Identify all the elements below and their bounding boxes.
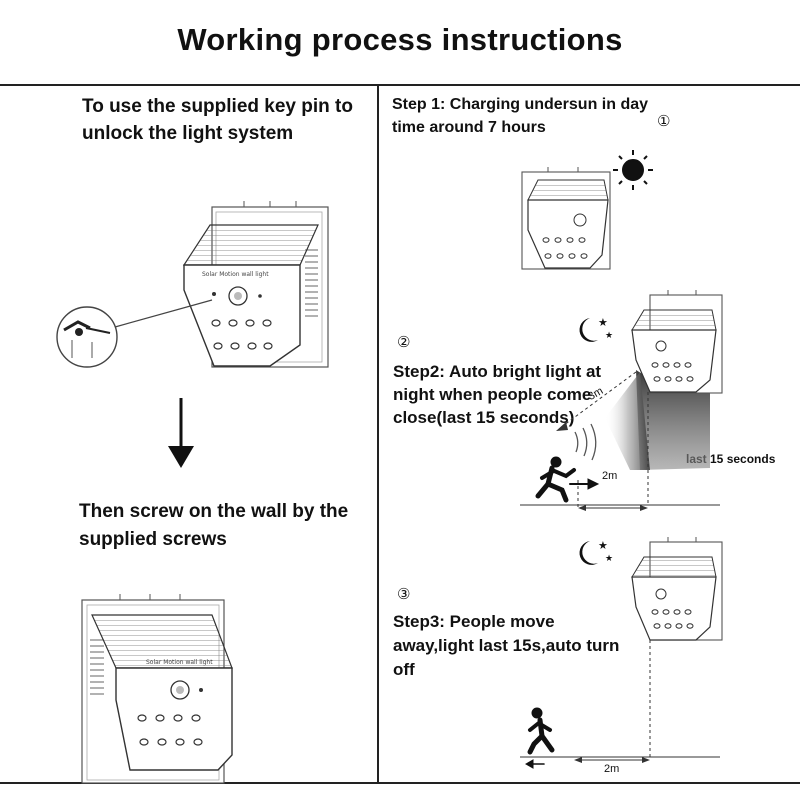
- moon-stars-icon: ★ ★: [579, 540, 613, 565]
- step2-marker: ②: [397, 334, 411, 351]
- step1-marker: ①: [657, 113, 671, 130]
- svg-text:Solar Motion wall light: Solar Motion wall light: [202, 271, 269, 278]
- svg-text:★: ★: [605, 553, 613, 563]
- step3-distance-label: 2m: [604, 763, 620, 775]
- signal-waves: [574, 423, 597, 461]
- content-frame: [0, 84, 800, 784]
- svg-text:★: ★: [598, 317, 608, 329]
- moon-stars-icon: ★ ★: [579, 317, 613, 342]
- step3-marker: ③: [397, 586, 411, 603]
- step2-distance-label: 2m: [602, 470, 618, 482]
- sun-icon: [613, 150, 653, 190]
- solar-wall-light: Solar Motion wall light: [182, 201, 329, 368]
- arrow-down-icon: [168, 398, 194, 468]
- mount-instruction: Then screw on the wall by the supplied s…: [79, 501, 349, 550]
- page-title: Working process instructions: [177, 22, 623, 57]
- light-beam: [636, 370, 710, 470]
- light-beam-side: [605, 372, 650, 470]
- running-person-icon: [535, 456, 600, 503]
- range-line: [559, 371, 637, 429]
- key-pin-icon: [56, 299, 213, 368]
- step3-text: Step3: People move away,light last 15s,a…: [393, 612, 620, 679]
- svg-text:Solar Motion wall light: Solar Motion wall light: [146, 659, 213, 666]
- step1-text: Step 1: Charging undersun in day time ar…: [392, 96, 649, 136]
- step3-light: [631, 537, 723, 641]
- svg-text:★: ★: [605, 330, 613, 340]
- svg-text:★: ★: [598, 540, 608, 552]
- unlock-instruction: To use the supplied key pin to unlock th…: [82, 96, 353, 144]
- column-divider: [377, 84, 379, 784]
- step2-text: Step2: Auto bright light at night when p…: [393, 362, 602, 427]
- step2-light: [631, 290, 723, 394]
- step1-light: [521, 167, 611, 270]
- solar-wall-light-mounted: Solar Motion wall light: [81, 594, 233, 784]
- walking-person-icon: [524, 707, 555, 769]
